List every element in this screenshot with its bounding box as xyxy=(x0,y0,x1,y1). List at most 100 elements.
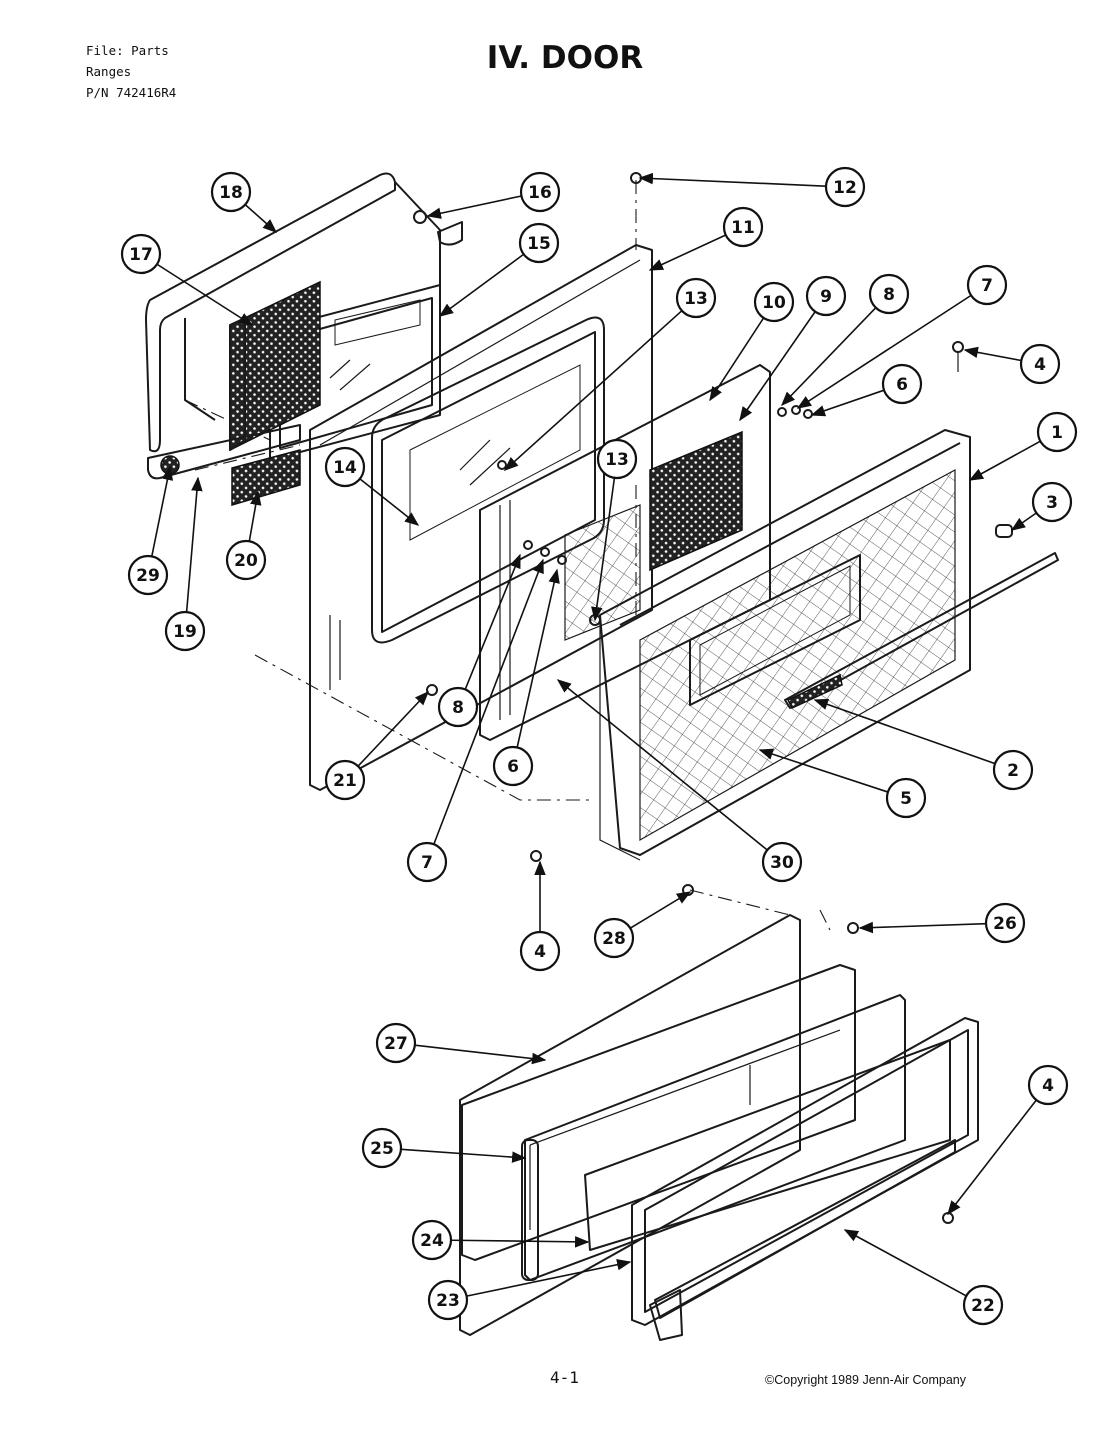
callout-circle xyxy=(1036,411,1078,453)
callout-circle xyxy=(593,917,635,959)
callout-circle xyxy=(966,264,1008,306)
callout-label: 6 xyxy=(507,757,519,777)
callout-label: 5 xyxy=(900,789,912,809)
drawer-panel xyxy=(461,964,856,1261)
callout-23: 23 xyxy=(427,1259,632,1321)
callout-6: 6 xyxy=(810,363,923,417)
callout-circle xyxy=(120,233,162,275)
callout-label: 11 xyxy=(731,218,755,238)
callout-leader-arrow xyxy=(858,921,987,934)
callout-13: 13 xyxy=(503,277,717,471)
callout-leader-arrow xyxy=(464,553,521,690)
callout-label: 2 xyxy=(1007,761,1019,781)
page-number: 4-1 xyxy=(550,1368,579,1387)
callout-circle xyxy=(164,610,206,652)
callout-label: 23 xyxy=(436,1291,460,1311)
callout-label: 15 xyxy=(527,234,551,254)
callout-label: 14 xyxy=(333,458,357,478)
callout-leader-arrow xyxy=(450,1236,590,1248)
callout-leader-arrow xyxy=(503,310,683,471)
callout-leader-arrow xyxy=(151,465,174,557)
callout-circle xyxy=(992,749,1034,791)
callout-26: 26 xyxy=(858,902,1026,944)
callout-11: 11 xyxy=(648,206,764,271)
callout-circle xyxy=(437,686,479,728)
callout-label: 27 xyxy=(384,1034,408,1054)
callout-label: 4 xyxy=(534,942,546,962)
callout-leader-arrow xyxy=(591,477,616,622)
callout-leader-arrow xyxy=(414,1044,547,1065)
callout-leader-arrow xyxy=(963,346,1022,362)
callout-leader-arrow xyxy=(248,490,262,542)
callout-leader-arrow xyxy=(709,317,765,402)
callout-label: 26 xyxy=(993,914,1017,934)
callout-label: 24 xyxy=(420,1231,444,1251)
callout-circle xyxy=(427,1279,469,1321)
callout-8: 8 xyxy=(781,273,910,407)
callout-leader-arrow xyxy=(781,307,877,407)
callout-label: 21 xyxy=(333,771,357,791)
callout-30: 30 xyxy=(556,679,803,883)
callout-leader-arrow xyxy=(556,679,768,851)
callout-4: 4 xyxy=(963,343,1061,385)
callout-leader-arrow xyxy=(466,1259,632,1297)
callout-circle xyxy=(868,273,910,315)
callout-15: 15 xyxy=(438,222,560,317)
callout-circle xyxy=(518,222,560,264)
callout-label: 22 xyxy=(971,1296,995,1316)
callout-circle xyxy=(1027,1064,1069,1106)
callout-leader-arrow xyxy=(968,440,1041,481)
file-header: File: Parts Ranges P/N 742416R4 xyxy=(86,40,176,103)
callout-8: 8 xyxy=(437,553,521,728)
callout-label: 7 xyxy=(981,276,993,296)
callout-circle xyxy=(127,554,169,596)
callout-leader-arrow xyxy=(516,568,560,748)
callout-label: 28 xyxy=(602,929,626,949)
callout-label: 4 xyxy=(1042,1076,1054,1096)
callout-label: 18 xyxy=(219,183,243,203)
callout-22: 22 xyxy=(843,1229,1004,1326)
file-header-line-1: File: Parts xyxy=(86,43,169,58)
callout-6: 6 xyxy=(492,568,560,787)
callout-circle xyxy=(519,171,561,213)
drawer-liner xyxy=(584,1039,951,1251)
callout-27: 27 xyxy=(375,1022,547,1065)
callout-leader-arrow xyxy=(843,1229,967,1297)
callout-label: 12 xyxy=(833,178,857,198)
callout-leader-arrow xyxy=(357,690,429,767)
callout-circle xyxy=(596,438,638,480)
callout-circle xyxy=(962,1284,1004,1326)
callout-leader-arrow xyxy=(758,748,889,793)
callout-leader-arrow xyxy=(156,263,254,326)
file-header-line-3: P/N 742416R4 xyxy=(86,85,177,100)
file-header-line-2: Ranges xyxy=(86,64,132,79)
callout-label: 20 xyxy=(234,551,258,571)
callout-17: 17 xyxy=(120,233,254,326)
callout-label: 1 xyxy=(1051,423,1063,443)
callout-label: 10 xyxy=(762,293,786,313)
callout-label: 17 xyxy=(129,245,153,265)
callout-14: 14 xyxy=(324,446,420,526)
callout-4: 4 xyxy=(947,1064,1069,1216)
callout-28: 28 xyxy=(593,891,692,959)
callout-label: 19 xyxy=(173,622,197,642)
callout-circle xyxy=(824,166,866,208)
callout-circle xyxy=(406,841,448,883)
callout-29: 29 xyxy=(127,465,174,596)
callout-circle xyxy=(492,745,534,787)
callout-2: 2 xyxy=(813,698,1034,791)
callout-circle xyxy=(881,363,923,405)
callout-leader-arrow xyxy=(1010,512,1037,531)
callout-leader-arrow xyxy=(796,294,972,409)
callout-circle xyxy=(210,171,252,213)
callout-circle xyxy=(324,759,366,801)
drawer-bracket xyxy=(459,889,831,1336)
callout-label: 16 xyxy=(528,183,552,203)
callout-circle xyxy=(411,1219,453,1261)
callout-circle xyxy=(675,277,717,319)
callout-circle xyxy=(225,539,267,581)
insulation-panel xyxy=(229,280,321,452)
callout-circle xyxy=(761,841,803,883)
callout-leader-arrow xyxy=(359,478,420,526)
callout-circle xyxy=(805,275,847,317)
